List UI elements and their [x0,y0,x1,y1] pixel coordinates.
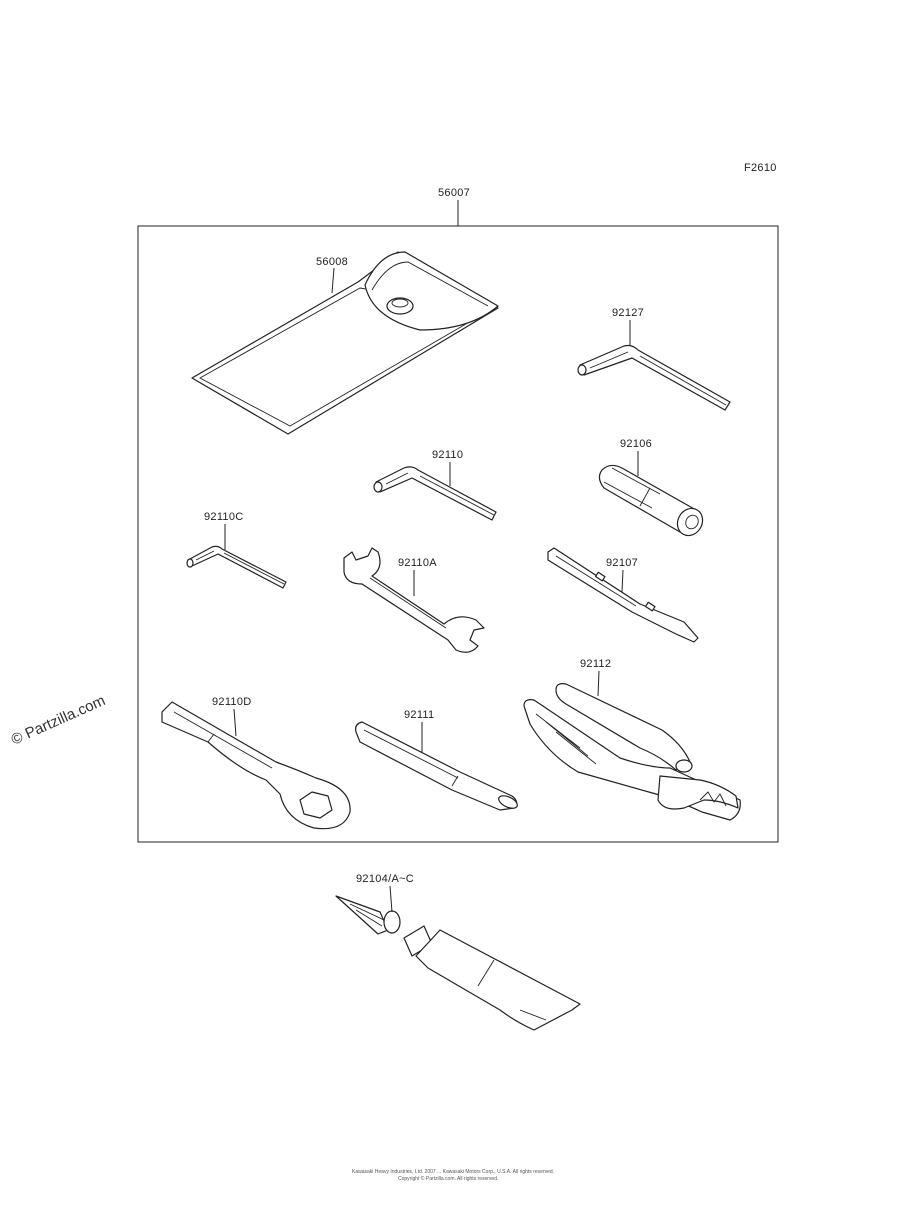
hex-key-large[interactable] [577,344,731,411]
label-screwdriver: 92107 [606,557,638,569]
leader-repair-kit [389,885,393,913]
label-extension-bar: 92111 [404,709,434,721]
box-wrench[interactable] [161,701,351,830]
open-wrench[interactable] [343,547,485,653]
label-open-wrench: 92110A [398,557,437,569]
label-repair-kit: 92104/A~C [356,873,414,885]
label-hex-key-large: 92127 [612,307,644,319]
kit-frame [137,225,779,843]
hex-key-small[interactable] [186,545,287,589]
watermark: © Partzilla.com [9,692,108,749]
label-pliers: 92112 [580,658,611,670]
leader-tool-bag [331,267,335,294]
spark-plug-socket[interactable] [598,464,707,540]
repair-kit[interactable] [335,895,581,1031]
kit-label: 56007 [438,187,470,199]
extension-bar[interactable] [355,721,520,811]
label-hex-key-small: 92110C [204,511,244,523]
footer-line-2: Copyright © Partzilla.com. All rights re… [398,1175,498,1182]
tool-bag[interactable] [191,251,499,435]
label-hex-key-medium: 92110 [432,449,463,461]
footer-line-1: Kawasaki Heavy Industries, Ltd. 2007 ...… [352,1169,554,1175]
figure-code: F2610 [744,162,777,174]
label-box-wrench: 92110D [212,696,252,708]
hex-key-medium[interactable] [373,466,497,521]
leader-pliers [597,670,600,697]
pliers[interactable] [523,683,741,821]
leader-box-wrench [233,708,237,737]
screwdriver[interactable] [547,547,699,643]
label-tool-bag: 56008 [316,256,348,268]
leader-screwdriver [621,569,624,593]
label-spark-plug-socket: 92106 [620,438,652,450]
